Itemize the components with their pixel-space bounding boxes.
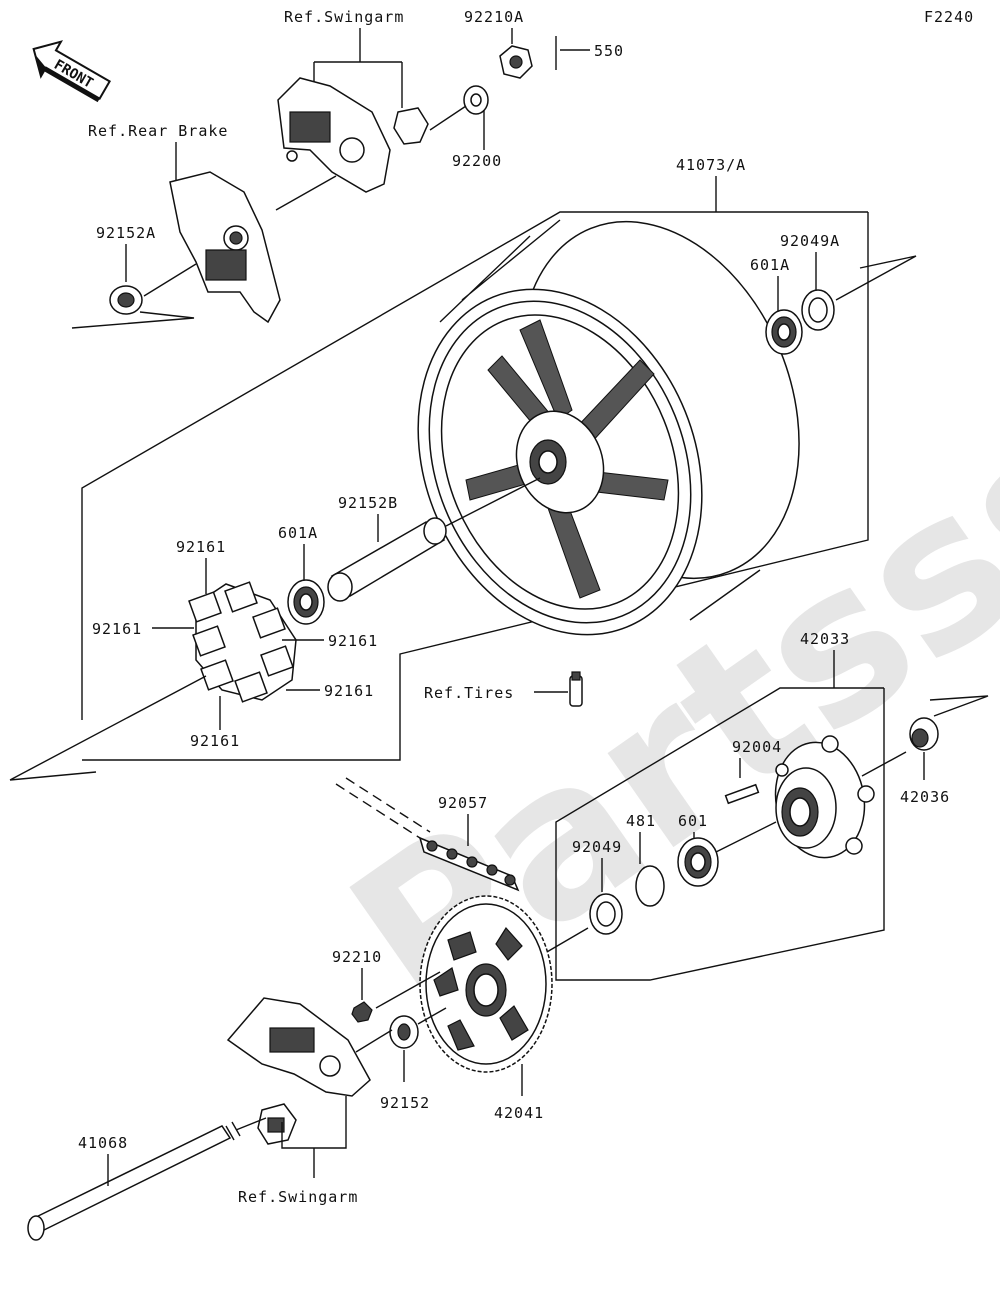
label-92057: 92057 xyxy=(438,794,488,812)
label-42041: 42041 xyxy=(494,1104,544,1122)
label-ref-rear-brake: Ref.Rear Brake xyxy=(88,122,228,140)
label-ref-swingarm-bottom: Ref.Swingarm xyxy=(238,1188,358,1206)
label-92161-right: 92161 xyxy=(328,632,378,650)
label-92210: 92210 xyxy=(332,948,382,966)
label-ref-tires: Ref.Tires xyxy=(424,684,514,702)
label-92152A: 92152A xyxy=(96,224,156,242)
figure-code: F2240 xyxy=(924,8,974,26)
stud-92004 xyxy=(724,783,760,805)
label-601A-left: 601A xyxy=(278,524,318,542)
label-92200: 92200 xyxy=(452,152,502,170)
label-601A-right: 601A xyxy=(750,256,790,274)
label-92161-lowright: 92161 xyxy=(324,682,374,700)
label-601: 601 xyxy=(678,812,708,830)
label-42036: 42036 xyxy=(900,788,950,806)
label-92161-bottom: 92161 xyxy=(190,732,240,750)
washer-92200 xyxy=(463,85,489,115)
collar-92152 xyxy=(389,1015,419,1049)
rear-brake-bracket xyxy=(169,171,281,324)
bearing-601 xyxy=(677,837,719,887)
axle-41068 xyxy=(27,1121,241,1241)
label-92152: 92152 xyxy=(380,1094,430,1112)
seal-92049 xyxy=(589,893,623,935)
label-41073A: 41073/A xyxy=(676,156,746,174)
chain-adjuster-top xyxy=(277,77,391,193)
label-92161-top: 92161 xyxy=(176,538,226,556)
bearing-601A-right xyxy=(765,309,803,355)
cap-42036 xyxy=(909,717,939,751)
chain-adjuster-bottom xyxy=(226,997,371,1097)
label-42033: 42033 xyxy=(800,630,850,648)
label-550: 550 xyxy=(594,42,624,60)
label-92049A: 92049A xyxy=(780,232,840,250)
seal-92049A xyxy=(801,289,835,331)
label-92152B: 92152B xyxy=(338,494,398,512)
adjuster-block-top xyxy=(393,107,429,145)
tire-valve xyxy=(569,671,583,707)
label-92161-left: 92161 xyxy=(92,620,142,638)
rear-wheel-41073A xyxy=(417,219,800,636)
damper-rubbers-92161 xyxy=(188,581,297,703)
circlip-481 xyxy=(635,865,665,907)
nut-92210A xyxy=(499,45,533,79)
sprocket-hub-42033 xyxy=(774,735,875,859)
label-92210A: 92210A xyxy=(464,8,524,26)
label-92049: 92049 xyxy=(572,838,622,856)
collar-92152A xyxy=(109,285,143,315)
label-481: 481 xyxy=(626,812,656,830)
label-41068: 41068 xyxy=(78,1134,128,1152)
rear-sprocket-42041 xyxy=(419,895,553,1073)
adjuster-block-bottom xyxy=(257,1103,297,1145)
label-92004: 92004 xyxy=(732,738,782,756)
front-arrow-icon: FRONT xyxy=(32,40,112,103)
bearing-601A-left xyxy=(287,579,325,625)
nut-92210 xyxy=(351,1001,373,1023)
label-ref-swingarm-top: Ref.Swingarm xyxy=(284,8,404,26)
drive-chain-92057 xyxy=(418,836,520,892)
collar-92152B xyxy=(327,517,447,602)
